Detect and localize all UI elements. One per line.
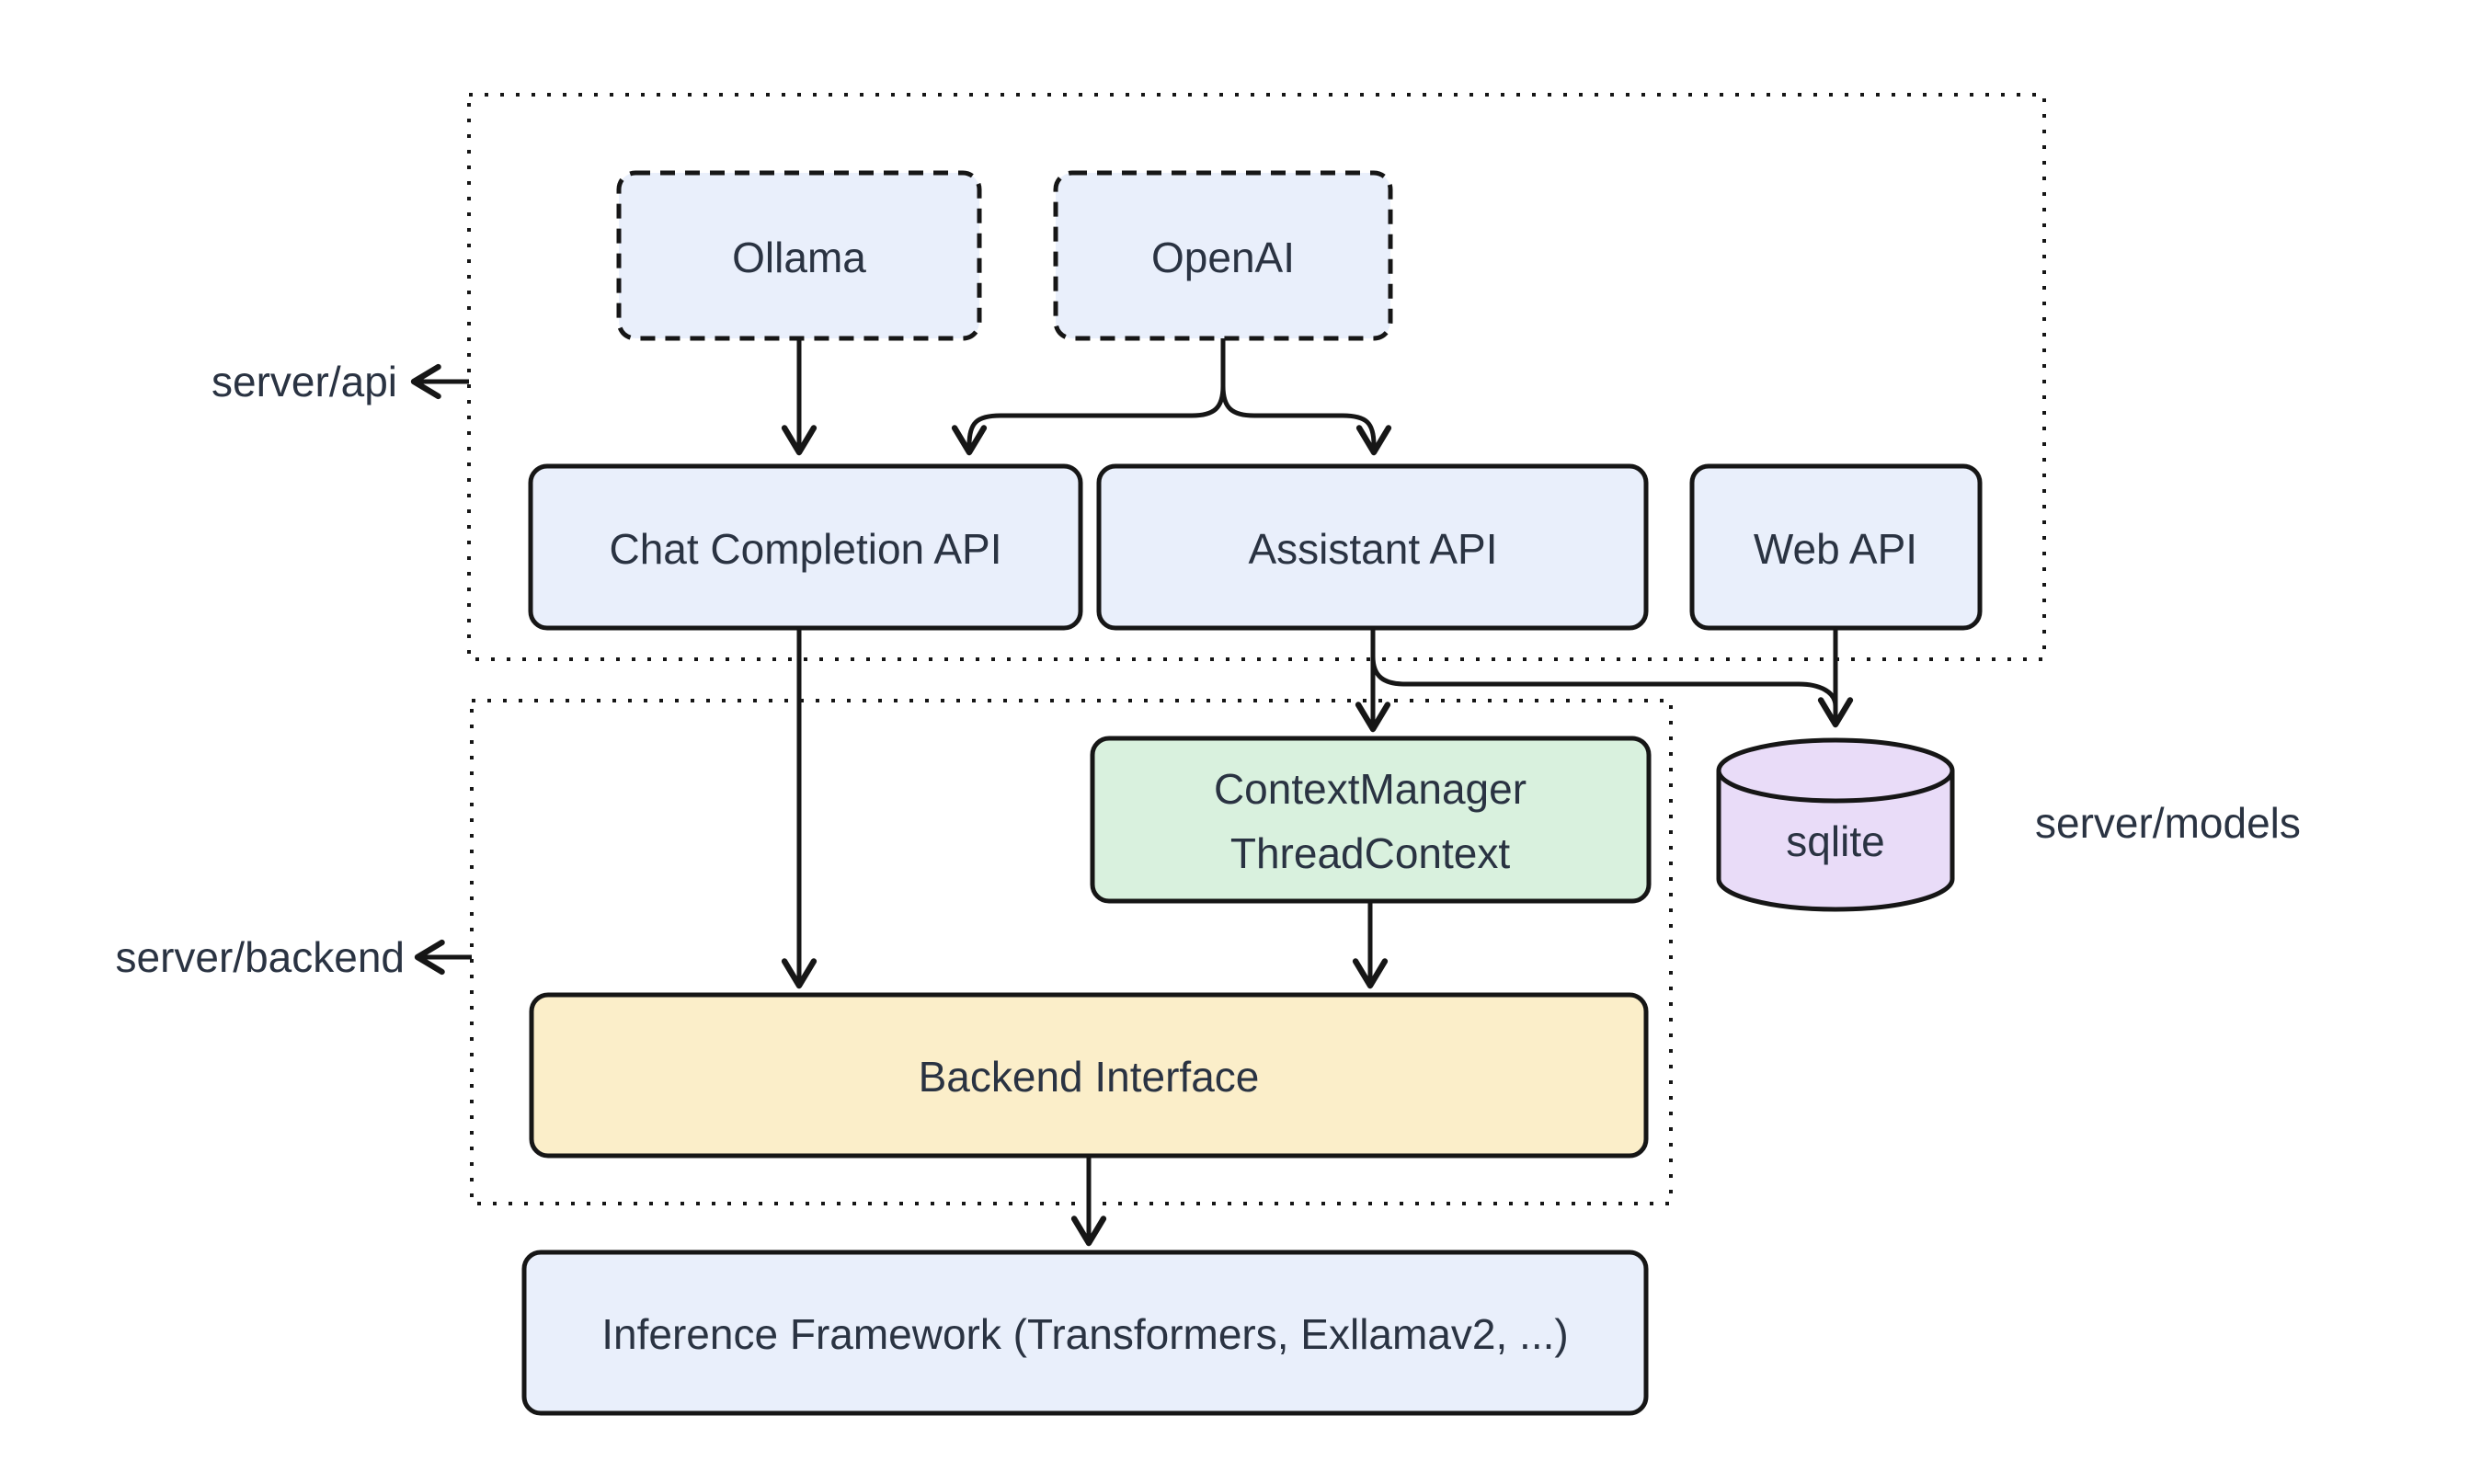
- node-context-manager-label-line2: ThreadContext: [1230, 829, 1510, 877]
- node-context-manager: ContextManager ThreadContext: [1090, 736, 1652, 904]
- node-sqlite-label: sqlite: [1786, 817, 1884, 865]
- node-chat-completion-api-label: Chat Completion API: [609, 525, 1001, 573]
- node-ollama-box: [616, 170, 982, 341]
- node-context-manager-box: [1090, 736, 1652, 904]
- node-sqlite: sqlite: [1716, 737, 1955, 912]
- node-sqlite-body: [1716, 771, 1955, 912]
- node-inference-framework-label: Inference Framework (Transformers, Exlla…: [601, 1310, 1568, 1358]
- node-web-api: Web API: [1689, 463, 1983, 631]
- group-label-server-backend: server/backend: [116, 933, 406, 981]
- node-backend-interface-label: Backend Interface: [919, 1053, 1260, 1101]
- node-assistant-api-label: Assistant API: [1248, 525, 1497, 573]
- node-chat-completion-api-box: [528, 463, 1083, 631]
- node-ollama: Ollama: [616, 170, 982, 341]
- node-assistant-api: Assistant API: [1096, 463, 1649, 631]
- node-openai: OpenAI: [1053, 170, 1393, 341]
- node-backend-interface-box: [529, 992, 1649, 1159]
- edge-openai-to-chat: [951, 338, 1226, 456]
- node-assistant-api-box: [1096, 463, 1649, 631]
- node-ollama-label: Ollama: [732, 234, 866, 281]
- node-chat-completion-api: Chat Completion API: [528, 463, 1083, 631]
- node-openai-box: [1053, 170, 1393, 341]
- database-cylinder-top-icon: [1716, 737, 1955, 804]
- edge-openai-to-assistant: [1220, 338, 1392, 456]
- node-web-api-box: [1689, 463, 1983, 631]
- node-openai-label: OpenAI: [1151, 234, 1295, 281]
- edge-assistant-to-sqlite: [1370, 628, 1838, 707]
- group-box-server-backend: [470, 699, 1673, 1205]
- group-label-server-models: server/models: [2035, 799, 2301, 847]
- node-inference-framework: Inference Framework (Transformers, Exlla…: [521, 1250, 1649, 1416]
- group-label-server-api: server/api: [212, 358, 397, 405]
- node-inference-framework-box: [521, 1250, 1649, 1416]
- node-web-api-label: Web API: [1754, 525, 1917, 573]
- node-context-manager-label-line1: ContextManager: [1214, 765, 1527, 813]
- node-backend-interface: Backend Interface: [529, 992, 1649, 1159]
